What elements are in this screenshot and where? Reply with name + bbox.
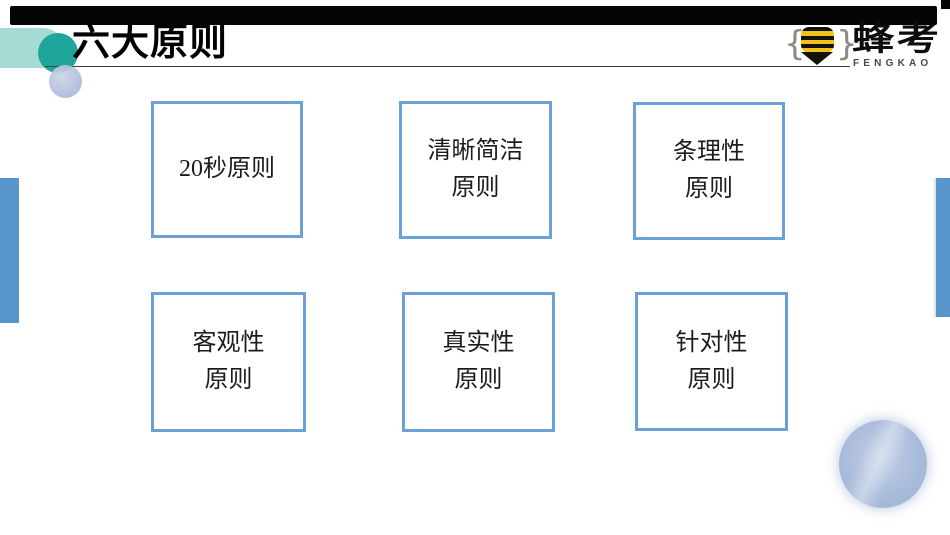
principle-box-line: 原则	[451, 175, 500, 201]
fengkao-logo: { } 蜂考 FENGKAO	[784, 22, 950, 74]
principle-box-clear-concise: 清晰简洁 原则	[399, 101, 552, 239]
blue-circle-decoration-top	[49, 65, 82, 98]
principle-box-orderliness: 条理性 原则	[633, 102, 785, 240]
principle-box-line: 原则	[685, 176, 733, 202]
principle-box-line: 客观性	[192, 330, 265, 356]
left-accent-bar	[0, 178, 19, 323]
top-right-corner-mark	[941, 0, 950, 9]
top-black-bar	[10, 6, 937, 25]
principle-box-line: 清晰简洁	[427, 138, 524, 164]
bee-left-wing-icon: {	[784, 24, 806, 64]
title-underline	[45, 66, 850, 67]
principle-box-line: 原则	[687, 366, 736, 393]
principle-box-line: 条理性	[673, 139, 745, 165]
principle-box-objectivity: 客观性 原则	[151, 292, 306, 432]
logo-subtext: FENGKAO	[853, 58, 933, 69]
bottom-circle-decoration	[839, 420, 927, 508]
principle-box-targeted: 针对性 原则	[635, 292, 788, 431]
bee-tail	[801, 52, 833, 65]
principle-box-20s: 20秒原则	[151, 101, 303, 238]
page-title: 六大原则	[72, 22, 229, 64]
principle-box-line: 真实性	[442, 330, 515, 356]
bee-icon: { }	[784, 22, 858, 76]
bee-body	[801, 27, 834, 53]
bee-right-wing-icon: }	[836, 24, 858, 64]
principle-box-authenticity: 真实性 原则	[402, 292, 555, 432]
principle-box-line: 针对性	[675, 329, 748, 356]
right-accent-bar	[934, 178, 950, 317]
principle-box-line: 20秒原则	[179, 156, 275, 182]
principle-box-line: 原则	[454, 367, 503, 393]
principle-box-line: 原则	[204, 367, 253, 393]
logo-brand-text: 蜂考	[852, 20, 942, 57]
